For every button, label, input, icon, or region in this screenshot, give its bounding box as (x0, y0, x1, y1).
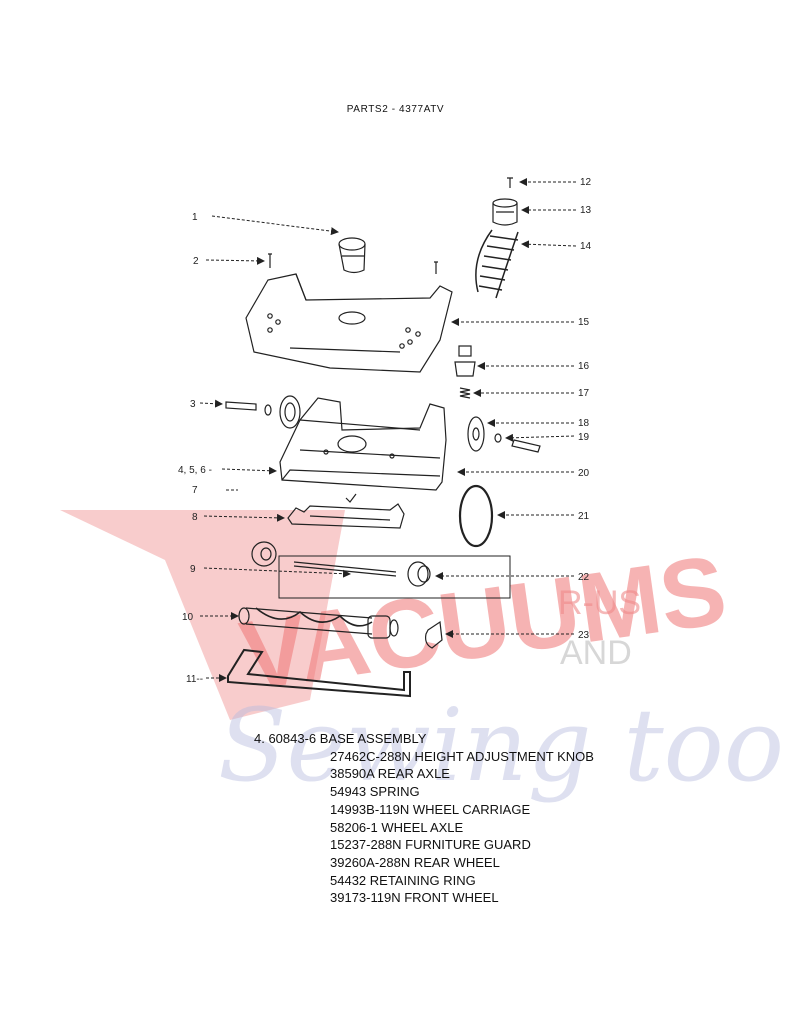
callout-12: 12 (580, 177, 592, 188)
leader-2 (205, 256, 265, 265)
page-title: PARTS2 - 4377ATV (346, 104, 445, 115)
callout-20: 20 (578, 468, 590, 479)
part-12-pin (507, 177, 513, 188)
leader-19 (505, 433, 575, 442)
parts-list-item: 39173-119N FRONT WHEEL (330, 890, 499, 906)
part-3-rear-axle (225, 395, 301, 429)
part-22-group-box (278, 555, 511, 599)
part-15-hood (245, 273, 453, 373)
parts-list: 4. 60843-6 BASE ASSEMBLY 27462C-288N HEI… (254, 730, 654, 907)
watermark-brand-line2: Sewing too (218, 687, 784, 804)
parts-list-heading: 4. 60843-6 BASE ASSEMBLY (254, 731, 427, 746)
part-9-front-wheel (251, 541, 277, 567)
callout-3: 3 (190, 399, 196, 410)
parts-list-item: 54432 RETAINING RING (330, 872, 476, 888)
leader-8 (203, 513, 285, 522)
callout-7: 7 (192, 485, 198, 496)
callout-21: 21 (578, 511, 590, 522)
callout-4-5-6: 4, 5, 6 - (178, 465, 212, 476)
callout-2: 2 (193, 256, 199, 267)
parts-list-item: 58206-1 WHEEL AXLE (330, 819, 464, 835)
leader-4-5-6 (221, 466, 277, 475)
part-21-belt (458, 484, 494, 548)
callout-9: 9 (190, 564, 196, 575)
callout-18: 18 (578, 418, 590, 429)
parts-list-item: 27462C-288N HEIGHT ADJUSTMENT KNOB (330, 748, 594, 764)
callout-16: 16 (578, 361, 590, 372)
callout-17: 17 (578, 388, 590, 399)
part-2-screw (268, 253, 272, 268)
part-17-spring (459, 387, 471, 399)
part-11-bumper (227, 648, 411, 698)
callout-13: 13 (580, 205, 592, 216)
part-13-coupling (492, 198, 518, 226)
leader-1 (211, 215, 339, 236)
part-22-end-cap (407, 561, 431, 587)
check-mark (345, 493, 357, 503)
callout-1: 1 (192, 212, 198, 223)
callout-15: 15 (578, 317, 590, 328)
parts-list-item: 39260A-288N REAR WHEEL (330, 854, 500, 870)
callout-11: 11-- (186, 674, 203, 685)
watermark-brand-and: AND (560, 634, 632, 672)
leader-3 (199, 399, 223, 408)
part-23-clip (425, 620, 443, 649)
part-1-neck (338, 237, 366, 274)
part-16-pedal (454, 345, 476, 377)
watermark-v-shape (60, 510, 345, 720)
screw-small (434, 261, 438, 274)
parts-list-item: 15237-288N FURNITURE GUARD (330, 837, 531, 853)
part-14-hose (475, 229, 519, 299)
callout-8: 8 (192, 512, 198, 523)
callout-23: 23 (578, 630, 590, 641)
watermark-brand-suffix: R-US (558, 584, 641, 622)
parts-list-item: 14993B-119N WHEEL CARRIAGE (330, 801, 531, 817)
part-8-wheel-carriage (287, 503, 405, 529)
part-19-axle (494, 433, 541, 453)
part-18-rear-wheel (467, 416, 485, 452)
callout-10: 10 (182, 612, 194, 623)
callout-19: 19 (578, 432, 590, 443)
part-20-base-chassis (279, 397, 447, 491)
callout-22: 22 (578, 572, 590, 583)
leader-14 (521, 240, 577, 249)
callout-14: 14 (580, 241, 592, 252)
parts-list-item: 38590A REAR AXLE (330, 766, 450, 782)
parts-list-item: 54943 SPRING (330, 784, 420, 800)
leader-9 (203, 567, 351, 578)
part-10-brushroll (238, 607, 399, 639)
